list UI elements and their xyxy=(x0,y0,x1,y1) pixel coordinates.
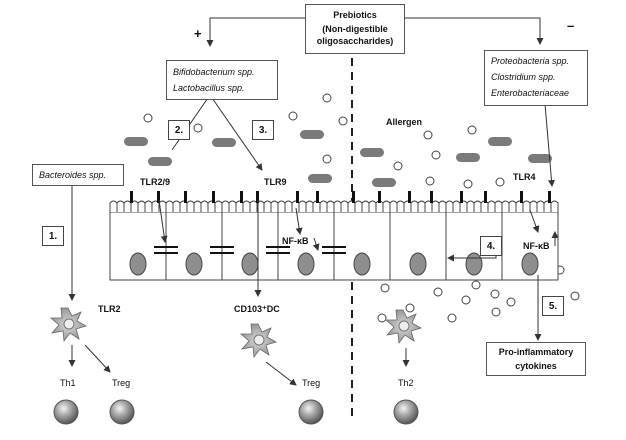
cytokines-line-2: cytokines xyxy=(515,361,557,371)
tlr29-label: TLR2/9 xyxy=(140,177,171,187)
bacterium-rod xyxy=(456,153,480,162)
tlr4-label: TLR4 xyxy=(513,172,536,182)
step-1-label: 1. xyxy=(42,226,64,246)
tlr2-label: TLR2 xyxy=(98,304,121,314)
step-3-label: 3. xyxy=(252,120,274,140)
bacterium-rod xyxy=(528,154,552,163)
pathogen-line-1: Proteobacteria spp. xyxy=(491,56,570,66)
bacterium-rod xyxy=(300,130,324,139)
step-4-label: 4. xyxy=(480,236,502,256)
bacteria-rods xyxy=(124,130,552,187)
bacterium-rod xyxy=(124,137,148,146)
cytokines-line-1: Pro-inflammatory xyxy=(498,347,574,357)
treg-label-1: Treg xyxy=(112,378,131,388)
nfkb-label-right: NF-κB xyxy=(523,241,550,251)
prebiotics-subtitle-2: oligosaccharides) xyxy=(316,36,394,46)
bacterium-rod xyxy=(488,137,512,146)
dendritic-cell xyxy=(239,323,278,359)
lymphocyte xyxy=(53,399,79,425)
plus-sign: + xyxy=(194,26,202,41)
beneficial-line-2: Lactobacillus spp. xyxy=(173,83,245,93)
prebiotics-title: Prebiotics xyxy=(333,10,377,20)
dc-label: CD103⁺DC xyxy=(234,304,280,314)
bacterium-rod xyxy=(148,157,172,166)
tlr9-label: TLR9 xyxy=(264,177,287,187)
lymphocyte xyxy=(109,399,135,425)
pathogen-line-2: Clostridium spp. xyxy=(491,72,556,82)
minus-sign: – xyxy=(567,18,575,33)
pathogen-line-3: Enterobacteriaceae xyxy=(491,88,570,98)
beneficial-bacteria-box: Bifidobacterium spp. Lactobacillus spp. xyxy=(166,60,278,100)
lymphocytes xyxy=(53,399,419,425)
cytokines-box: Pro-inflammatory cytokines xyxy=(486,342,586,376)
dendritic-cell xyxy=(49,307,88,343)
microvilli xyxy=(109,200,559,212)
bacterium-rod xyxy=(372,178,396,187)
step-2-label: 2. xyxy=(168,120,190,140)
bacterium-rod xyxy=(360,148,384,157)
pathogen-bacteria-box: Proteobacteria spp. Clostridium spp. Ent… xyxy=(484,50,588,106)
prebiotics-box: Prebiotics (Non-digestible oligosacchari… xyxy=(305,4,405,54)
beneficial-line-1: Bifidobacterium spp. xyxy=(173,67,255,77)
th1-label: Th1 xyxy=(60,378,76,388)
bacteroides-line: Bacteroides spp. xyxy=(39,170,107,180)
allergen-label: Allergen xyxy=(386,117,423,127)
lymphocyte xyxy=(393,399,419,425)
bacteroides-box: Bacteroides spp. xyxy=(32,164,124,186)
receptor-bars xyxy=(130,191,551,203)
prebiotics-subtitle-1: (Non-digestible xyxy=(322,24,388,34)
th2-label: Th2 xyxy=(398,378,414,388)
tight-junctions xyxy=(154,246,346,254)
step-5-label: 5. xyxy=(542,296,564,316)
cell-nuclei xyxy=(129,252,539,276)
prebiotics-connectors xyxy=(206,17,544,47)
nfkb-label-left: NF-κB xyxy=(282,236,309,246)
treg-label-2: Treg xyxy=(302,378,321,388)
bacterium-rod xyxy=(212,138,236,147)
lymphocyte xyxy=(298,399,324,425)
dendritic-cell xyxy=(384,309,423,345)
bacterium-rod xyxy=(308,174,332,183)
